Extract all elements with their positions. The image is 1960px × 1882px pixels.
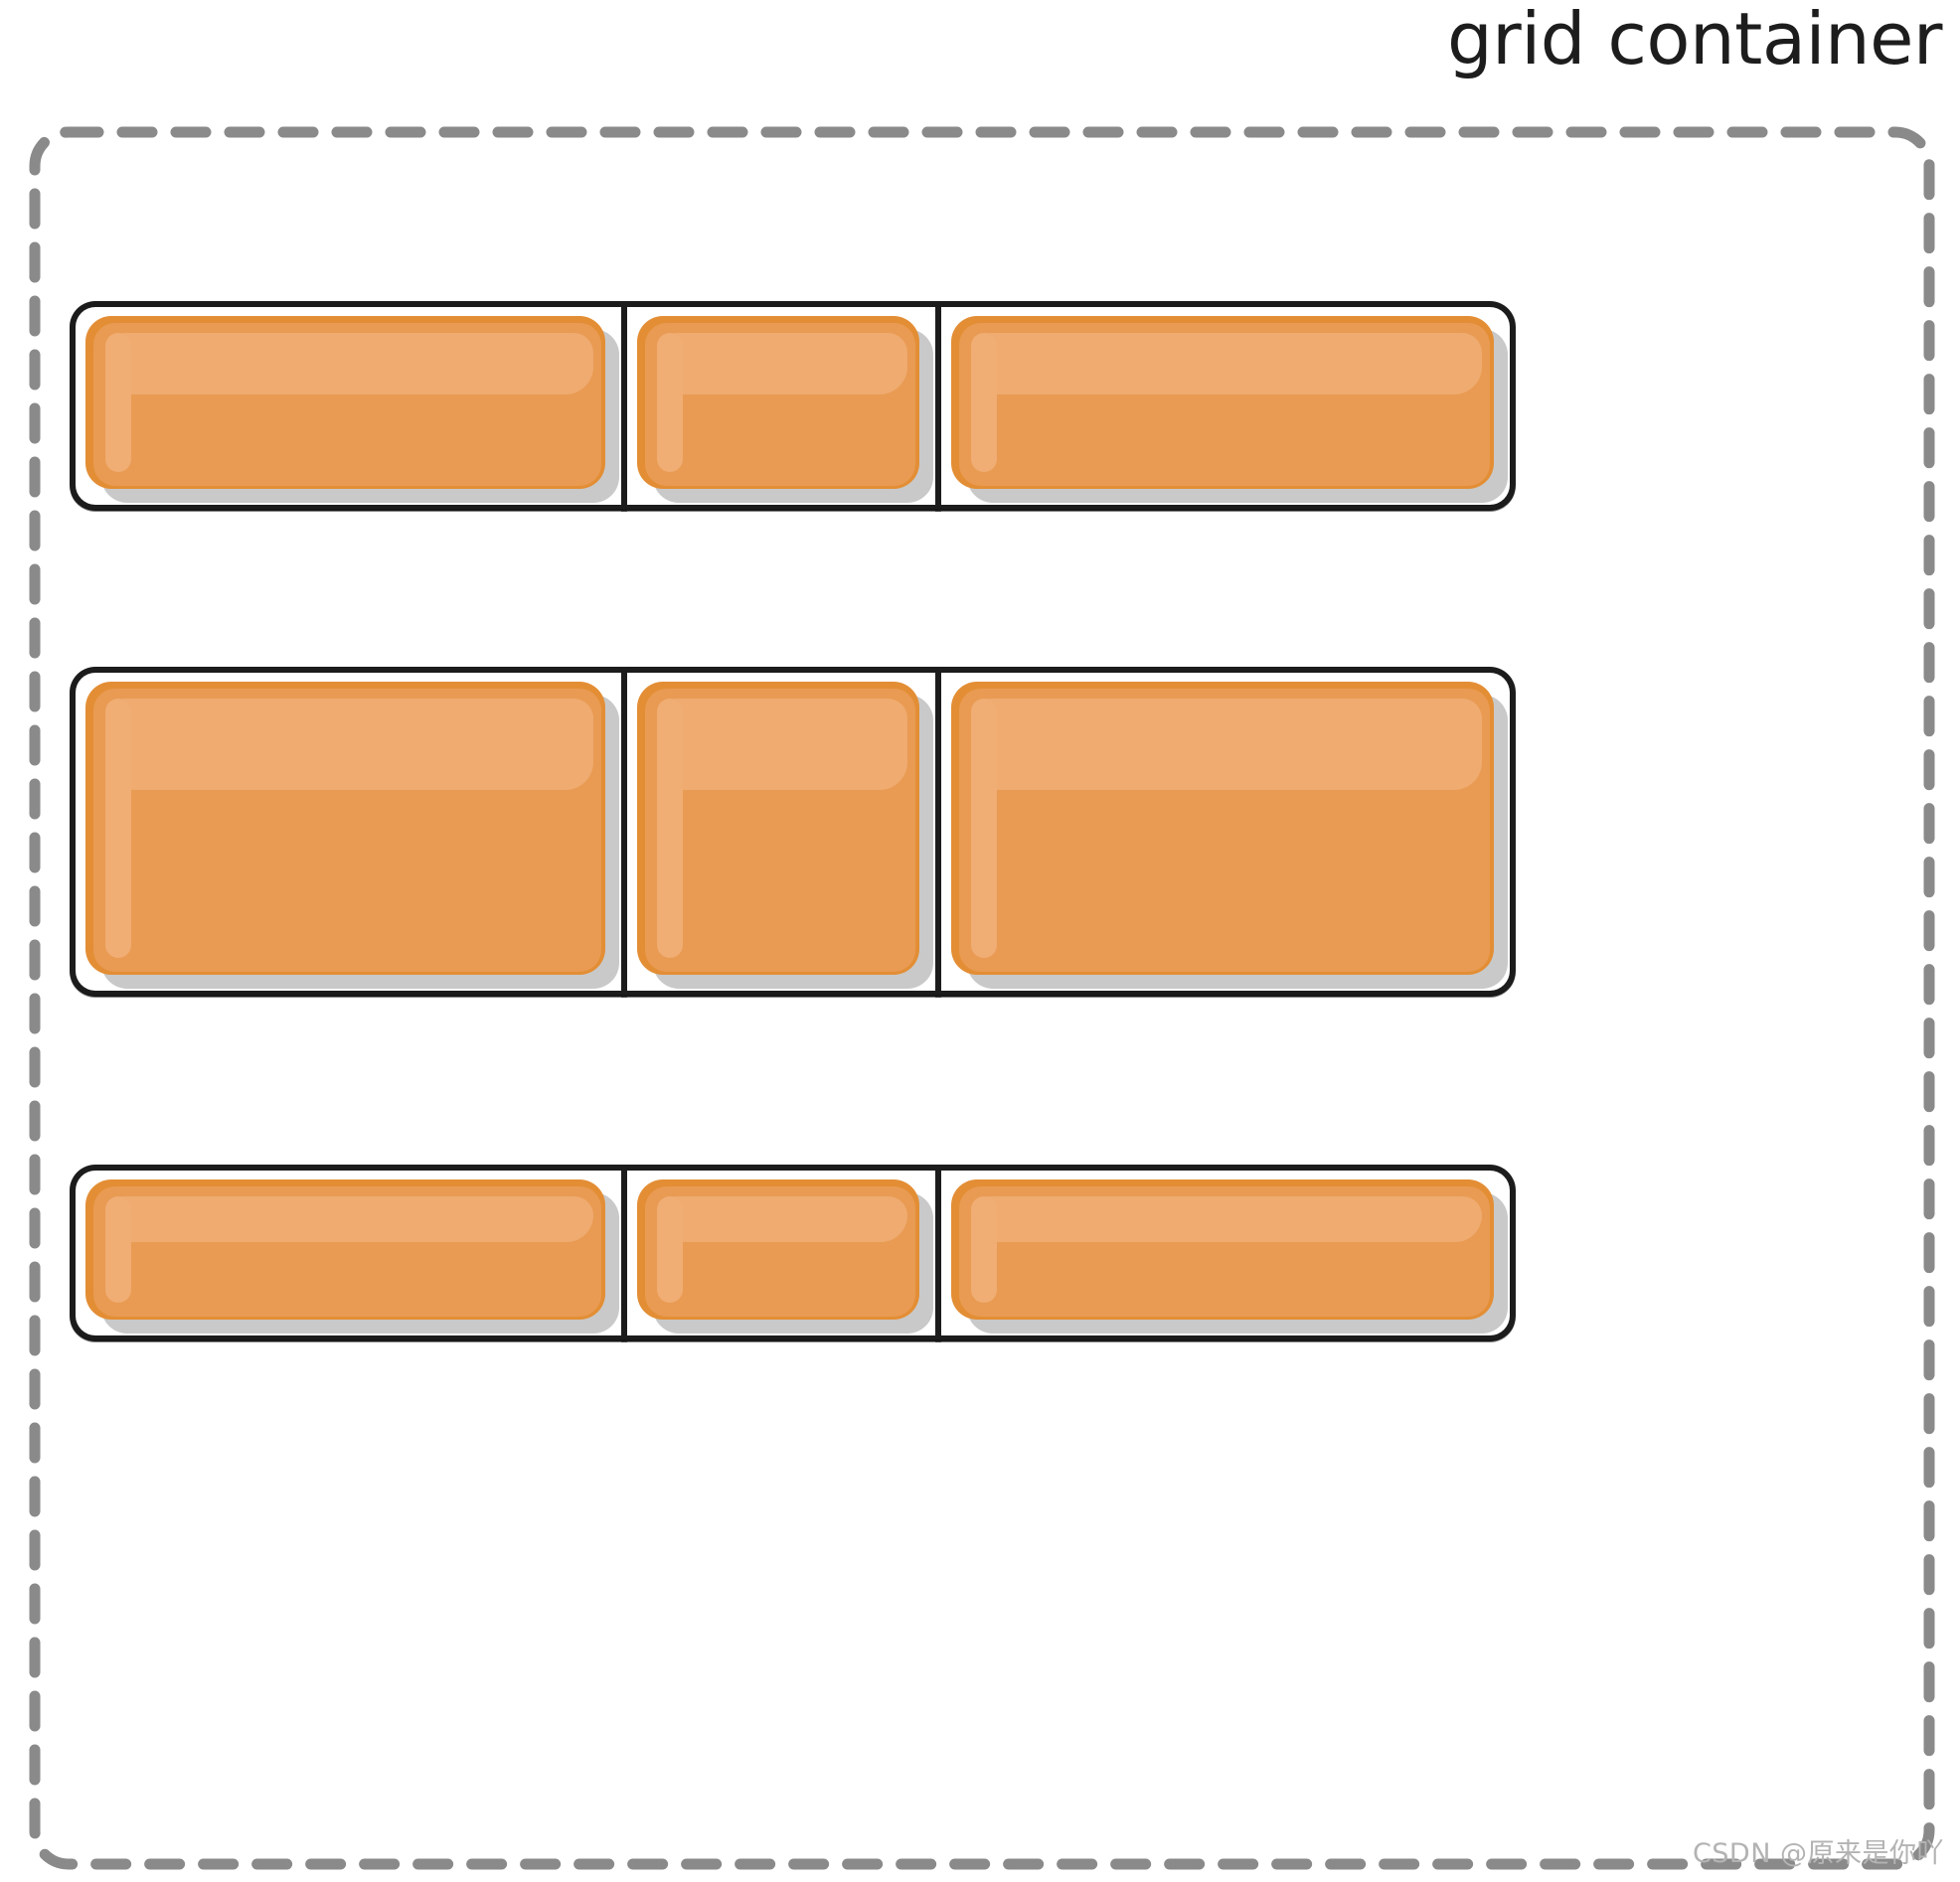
grid-item-tile [951, 682, 1494, 975]
grid-item-highlight [971, 699, 1482, 790]
grid-item-2-1[interactable] [70, 667, 627, 998]
grid-item-1-3[interactable] [935, 301, 1516, 512]
grid-item-highlight [657, 333, 907, 394]
grid-item-tile [637, 682, 919, 975]
grid-item-2-2[interactable] [621, 667, 941, 998]
grid-item-face [959, 689, 1490, 972]
grid-item-3-1[interactable] [70, 1165, 627, 1342]
grid-item-gloss [105, 699, 131, 958]
grid-item-tile [951, 1179, 1494, 1320]
grid-item-highlight [657, 699, 907, 790]
grid-item-highlight [105, 1196, 593, 1242]
grid-item-highlight [105, 699, 593, 790]
grid-item-face [645, 1186, 915, 1317]
grid-item-gloss [657, 699, 683, 958]
page-title: grid container [1446, 0, 1943, 80]
grid-item-tile [951, 316, 1494, 489]
grid-item-gloss [105, 1196, 131, 1303]
grid-item-gloss [105, 333, 131, 472]
grid-item-tile [637, 1179, 919, 1320]
grid-item-gloss [971, 699, 997, 958]
grid-item-face [645, 323, 915, 486]
grid-item-gloss [657, 1196, 683, 1303]
grid-item-2-3[interactable] [935, 667, 1516, 998]
grid-item-face [93, 1186, 601, 1317]
grid-row-1 [70, 301, 1516, 512]
grid-item-highlight [971, 333, 1482, 394]
grid-item-tile [85, 682, 605, 975]
grid-item-3-2[interactable] [621, 1165, 941, 1342]
grid-item-1-2[interactable] [621, 301, 941, 512]
csdn-watermark: CSDN @原来是你吖 [1692, 1838, 1944, 1869]
grid-item-face [93, 323, 601, 486]
grid-item-gloss [971, 333, 997, 472]
grid-item-tile [85, 1179, 605, 1320]
grid-item-gloss [971, 1196, 997, 1303]
grid-item-3-3[interactable] [935, 1165, 1516, 1342]
grid-item-face [93, 689, 601, 972]
grid-row-2 [70, 667, 1516, 998]
grid-row-3 [70, 1165, 1516, 1342]
grid-item-face [645, 689, 915, 972]
grid-item-face [959, 323, 1490, 486]
grid-item-tile [85, 316, 605, 489]
grid-item-gloss [657, 333, 683, 472]
grid-item-1-1[interactable] [70, 301, 627, 512]
grid-item-face [959, 1186, 1490, 1317]
grid-item-tile [637, 316, 919, 489]
grid-item-highlight [105, 333, 593, 394]
grid-item-highlight [657, 1196, 907, 1242]
grid-item-highlight [971, 1196, 1482, 1242]
